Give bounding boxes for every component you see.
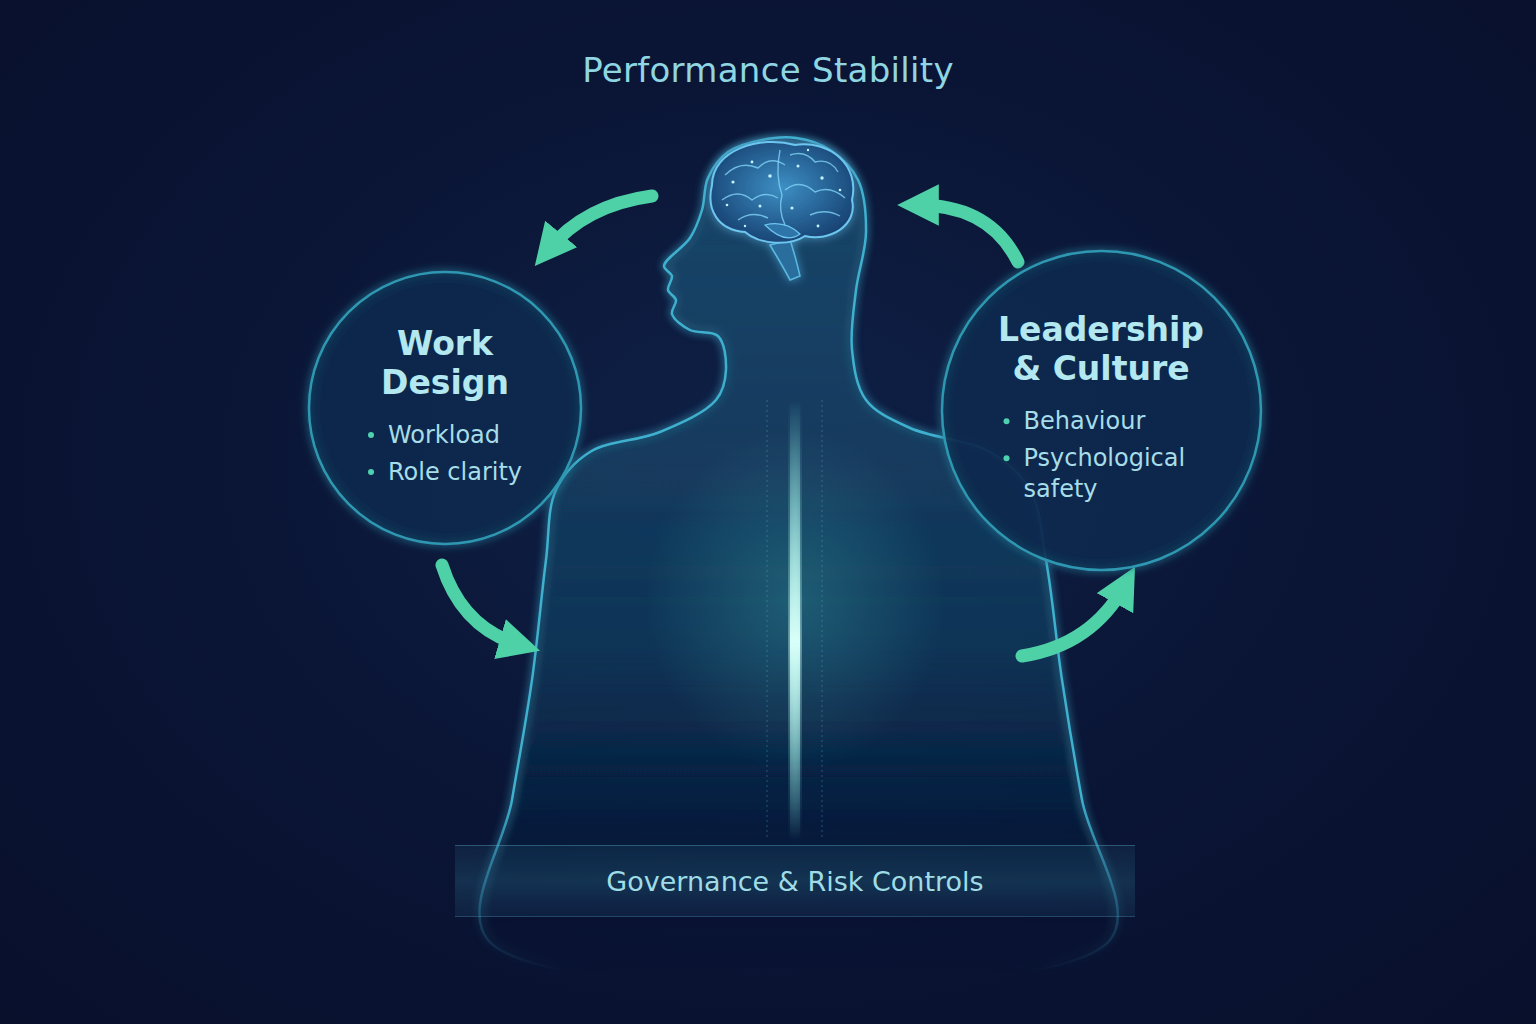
bullet-dot bbox=[368, 469, 374, 475]
governance-band: Governance & Risk Controls bbox=[455, 845, 1135, 917]
circle-shape bbox=[942, 251, 1261, 570]
bullet-item: Psychological safety bbox=[1003, 443, 1198, 505]
cycle-arrow bbox=[548, 196, 652, 250]
bullet-text: Workload bbox=[388, 420, 500, 451]
theme-circle: Leadership & CultureBehaviourPsychologic… bbox=[940, 249, 1263, 572]
bullet-text: Role clarity bbox=[388, 457, 522, 488]
circle-outline bbox=[307, 270, 583, 546]
cycle-arrow bbox=[918, 205, 1018, 262]
bullet-text: Psychological safety bbox=[1023, 443, 1198, 505]
bullet-list: WorkloadRole clarity bbox=[368, 417, 522, 491]
circle-heading: Leadership & Culture bbox=[983, 311, 1218, 389]
bullet-dot bbox=[1003, 455, 1009, 461]
cycle-arrow bbox=[442, 565, 520, 645]
circle-shape bbox=[309, 272, 581, 544]
circle-heading: Work Design bbox=[360, 325, 530, 403]
bullet-item: Behaviour bbox=[1003, 406, 1145, 437]
bullet-text: Behaviour bbox=[1023, 406, 1145, 437]
bullet-item: Workload bbox=[368, 420, 500, 451]
cycle-arrow bbox=[1022, 585, 1125, 656]
bullet-dot bbox=[368, 432, 374, 438]
title: Performance Stability bbox=[0, 50, 1536, 90]
bullet-list: BehaviourPsychological safety bbox=[1003, 403, 1198, 509]
bullet-item: Role clarity bbox=[368, 457, 522, 488]
circle-content: Work DesignWorkloadRole clarity bbox=[360, 325, 530, 491]
circle-content: Leadership & CultureBehaviourPsychologic… bbox=[983, 311, 1218, 508]
band-label: Governance & Risk Controls bbox=[606, 866, 983, 897]
bullet-dot bbox=[1003, 418, 1009, 424]
theme-circle: Work DesignWorkloadRole clarity bbox=[307, 270, 583, 546]
